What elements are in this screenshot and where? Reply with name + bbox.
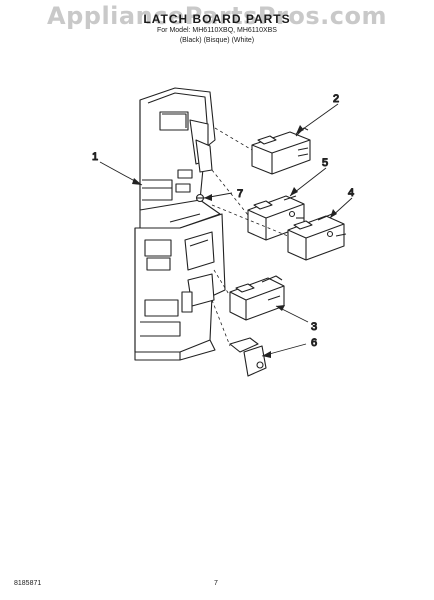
page-number: 7 bbox=[214, 580, 218, 587]
callout-6: 6 bbox=[311, 337, 317, 349]
color-line: (Black) (Bisque) (White) bbox=[179, 37, 255, 44]
switch-part-3 bbox=[229, 275, 285, 321]
lever-part-6 bbox=[229, 337, 267, 377]
callout-5: 5 bbox=[322, 157, 328, 169]
page-title: LATCH BOARD PARTS bbox=[143, 12, 291, 26]
latch-board bbox=[134, 87, 226, 361]
callout-4: 4 bbox=[348, 187, 354, 199]
switch-part-2 bbox=[251, 127, 311, 175]
callout-1: 1 bbox=[92, 151, 98, 163]
arrowheads bbox=[132, 125, 337, 358]
callout-7: 7 bbox=[237, 188, 243, 200]
screw-part-7 bbox=[195, 193, 205, 203]
model-line: For Model: MH6110XBQ, MH6110XBS bbox=[157, 27, 277, 34]
callout-2: 2 bbox=[333, 93, 339, 105]
switch-part-4 bbox=[287, 213, 347, 261]
watermark: AppliancePartsPros.com bbox=[47, 2, 387, 30]
document-number: 8185871 bbox=[14, 580, 42, 587]
callout-3: 3 bbox=[311, 321, 317, 333]
alignment-lines bbox=[211, 127, 289, 347]
